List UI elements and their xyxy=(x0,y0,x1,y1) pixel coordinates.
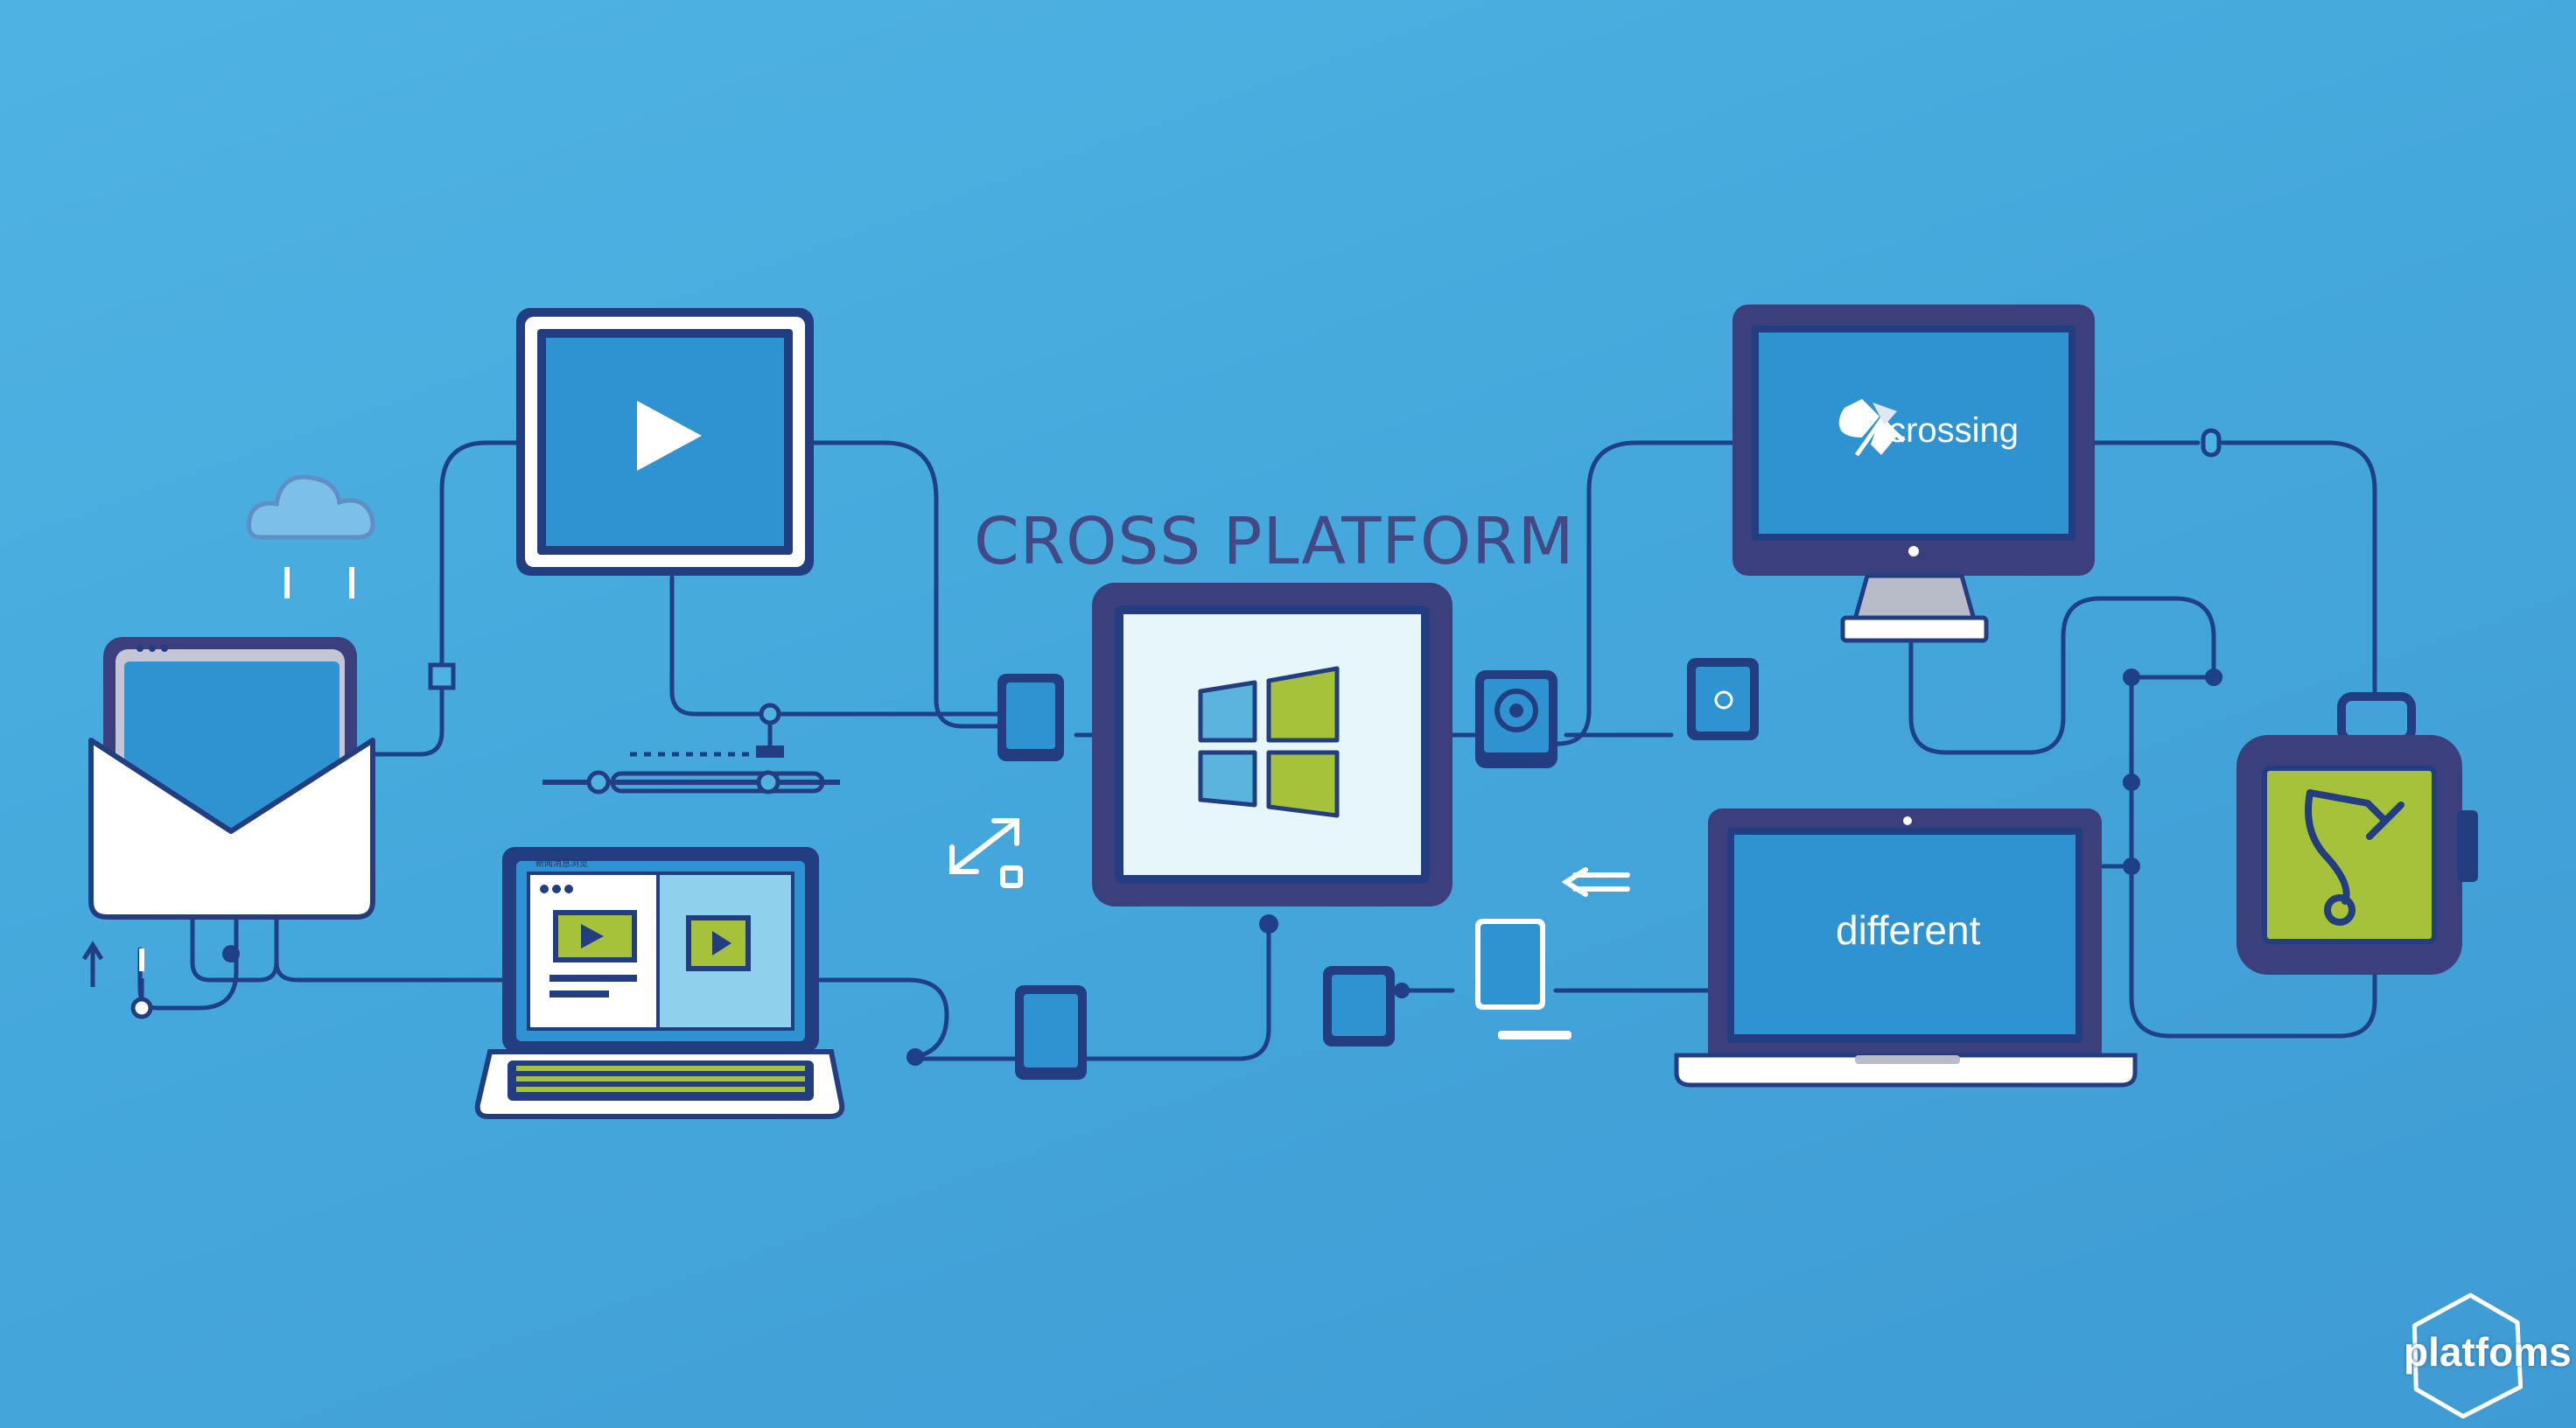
tablet-bottom-small xyxy=(1323,966,1395,1046)
tablet-bottom-right xyxy=(1475,919,1572,1040)
resize-icon xyxy=(949,818,1023,888)
laptop-screen-text: different xyxy=(1836,907,1981,953)
smartwatch-icon xyxy=(2236,692,2478,975)
envelope-icon xyxy=(88,738,375,920)
corner-badge-text: platfoms xyxy=(2404,1329,2572,1375)
phone-bottom-center xyxy=(1015,985,1087,1080)
crossing-monitor xyxy=(1732,304,2095,643)
connector-node-oval xyxy=(2201,428,2222,458)
connector-wires xyxy=(137,440,2377,1061)
windows-logo-icon xyxy=(1198,666,1340,818)
phone-right-of-tablet xyxy=(1475,670,1558,768)
center-tablet xyxy=(1092,583,1452,906)
hexagon-badge-icon xyxy=(2412,1292,2524,1419)
connector-node xyxy=(428,662,456,690)
small-square-device xyxy=(1687,658,1759,740)
arrow-left-icon xyxy=(1561,867,1630,897)
browser-laptop xyxy=(474,847,845,1119)
video-monitor xyxy=(516,308,814,576)
phone-left-of-tablet xyxy=(998,674,1064,761)
cloud-icon xyxy=(247,474,375,598)
crossing-logo-icon xyxy=(1838,399,1906,457)
stethoscope-icon xyxy=(2305,789,2404,926)
junction-dots xyxy=(222,668,2222,1066)
timeline-slider xyxy=(542,703,840,794)
envelope-tablet-device xyxy=(81,637,375,1019)
different-laptop xyxy=(1674,808,2138,1088)
diagram-title: CROSS PLATFORM xyxy=(974,504,1575,579)
play-icon xyxy=(637,401,702,471)
browser-tab-text: 新闻消息浏览 xyxy=(536,859,588,869)
monitor-brand-text: crossing xyxy=(1888,411,2019,450)
